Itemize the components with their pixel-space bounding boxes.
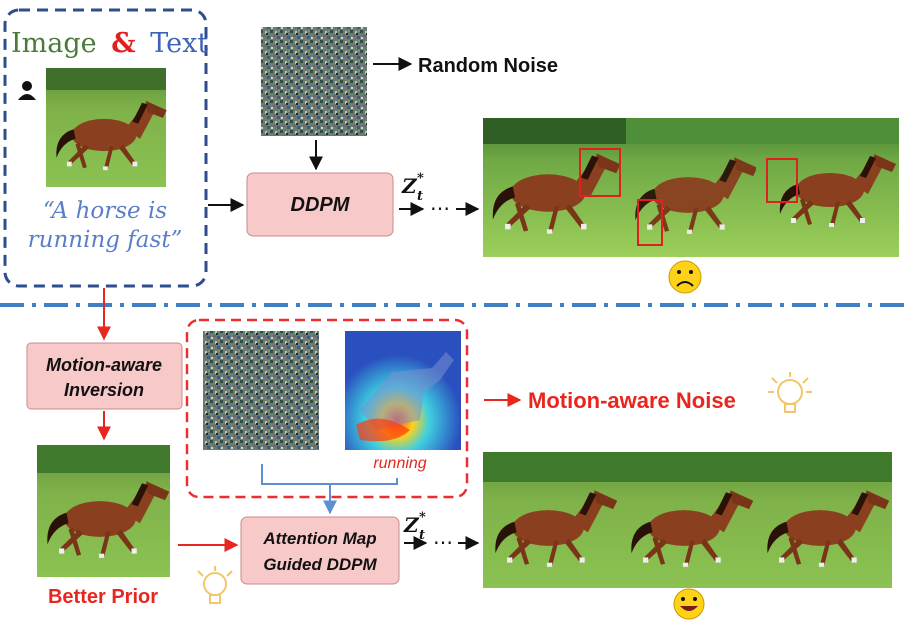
top-frame-2 xyxy=(626,118,758,257)
user-icon xyxy=(18,81,36,100)
top-frame-1 xyxy=(483,118,626,257)
ellipsis-top: ⋯ xyxy=(430,198,450,220)
motion-aware-inversion-box xyxy=(26,342,183,410)
svg-text:t: t xyxy=(419,528,425,543)
ddpm-box xyxy=(246,172,394,237)
random-noise-label: Random Noise xyxy=(418,55,558,77)
ellipsis-bottom: ⋯ xyxy=(433,532,453,554)
guided-line-1: Attention Map xyxy=(262,529,376,548)
attention-map-image xyxy=(345,331,461,450)
artifact-box-2 xyxy=(637,199,663,246)
inversion-line-1: Motion-aware xyxy=(46,355,162,375)
better-prior-image xyxy=(37,445,170,577)
artifact-box-1 xyxy=(579,148,621,197)
svg-text:Z: Z xyxy=(401,174,418,198)
bottom-frame-2 xyxy=(619,452,755,588)
inversion-line-2: Inversion xyxy=(64,380,144,400)
top-frame-3 xyxy=(756,118,899,257)
guided-line-2: Guided DDPM xyxy=(263,555,377,574)
lightbulb-icon xyxy=(768,372,812,413)
attention-word-label: running xyxy=(373,455,426,472)
guided-ddpm-box xyxy=(240,516,400,585)
input-horse-image xyxy=(46,68,167,187)
image-word: Image xyxy=(11,28,97,59)
top-output-frames xyxy=(483,118,899,257)
text-word: Text xyxy=(150,28,208,59)
caption-line-2: running fast” xyxy=(28,227,183,253)
caption-line-1: “A horse is xyxy=(43,198,167,224)
input-panel-border xyxy=(3,8,208,288)
svg-text:*: * xyxy=(417,171,424,186)
lightbulb-icon xyxy=(197,566,233,604)
happy-face-icon xyxy=(673,588,705,620)
bottom-frame-3 xyxy=(755,452,892,588)
random-noise-image xyxy=(261,27,367,136)
latent-symbol-bottom: Z t * xyxy=(403,510,426,543)
better-prior-label: Better Prior xyxy=(48,586,158,608)
sad-face-icon xyxy=(668,260,702,294)
svg-text:Z: Z xyxy=(403,513,420,537)
svg-text:t: t xyxy=(417,189,423,204)
artifact-box-3 xyxy=(766,158,798,203)
bottom-output-frames xyxy=(483,452,892,588)
latent-symbol-top: Z t * xyxy=(401,171,424,204)
attention-group-border xyxy=(185,318,469,499)
svg-text:*: * xyxy=(419,510,426,525)
motion-noise-image xyxy=(203,331,319,450)
bottom-frame-1 xyxy=(483,452,619,588)
amp-word: & xyxy=(111,28,135,59)
motion-noise-label: Motion-aware Noise xyxy=(528,388,736,413)
input-panel-title: Image & Text xyxy=(11,28,208,59)
ddpm-label: DDPM xyxy=(291,194,351,216)
